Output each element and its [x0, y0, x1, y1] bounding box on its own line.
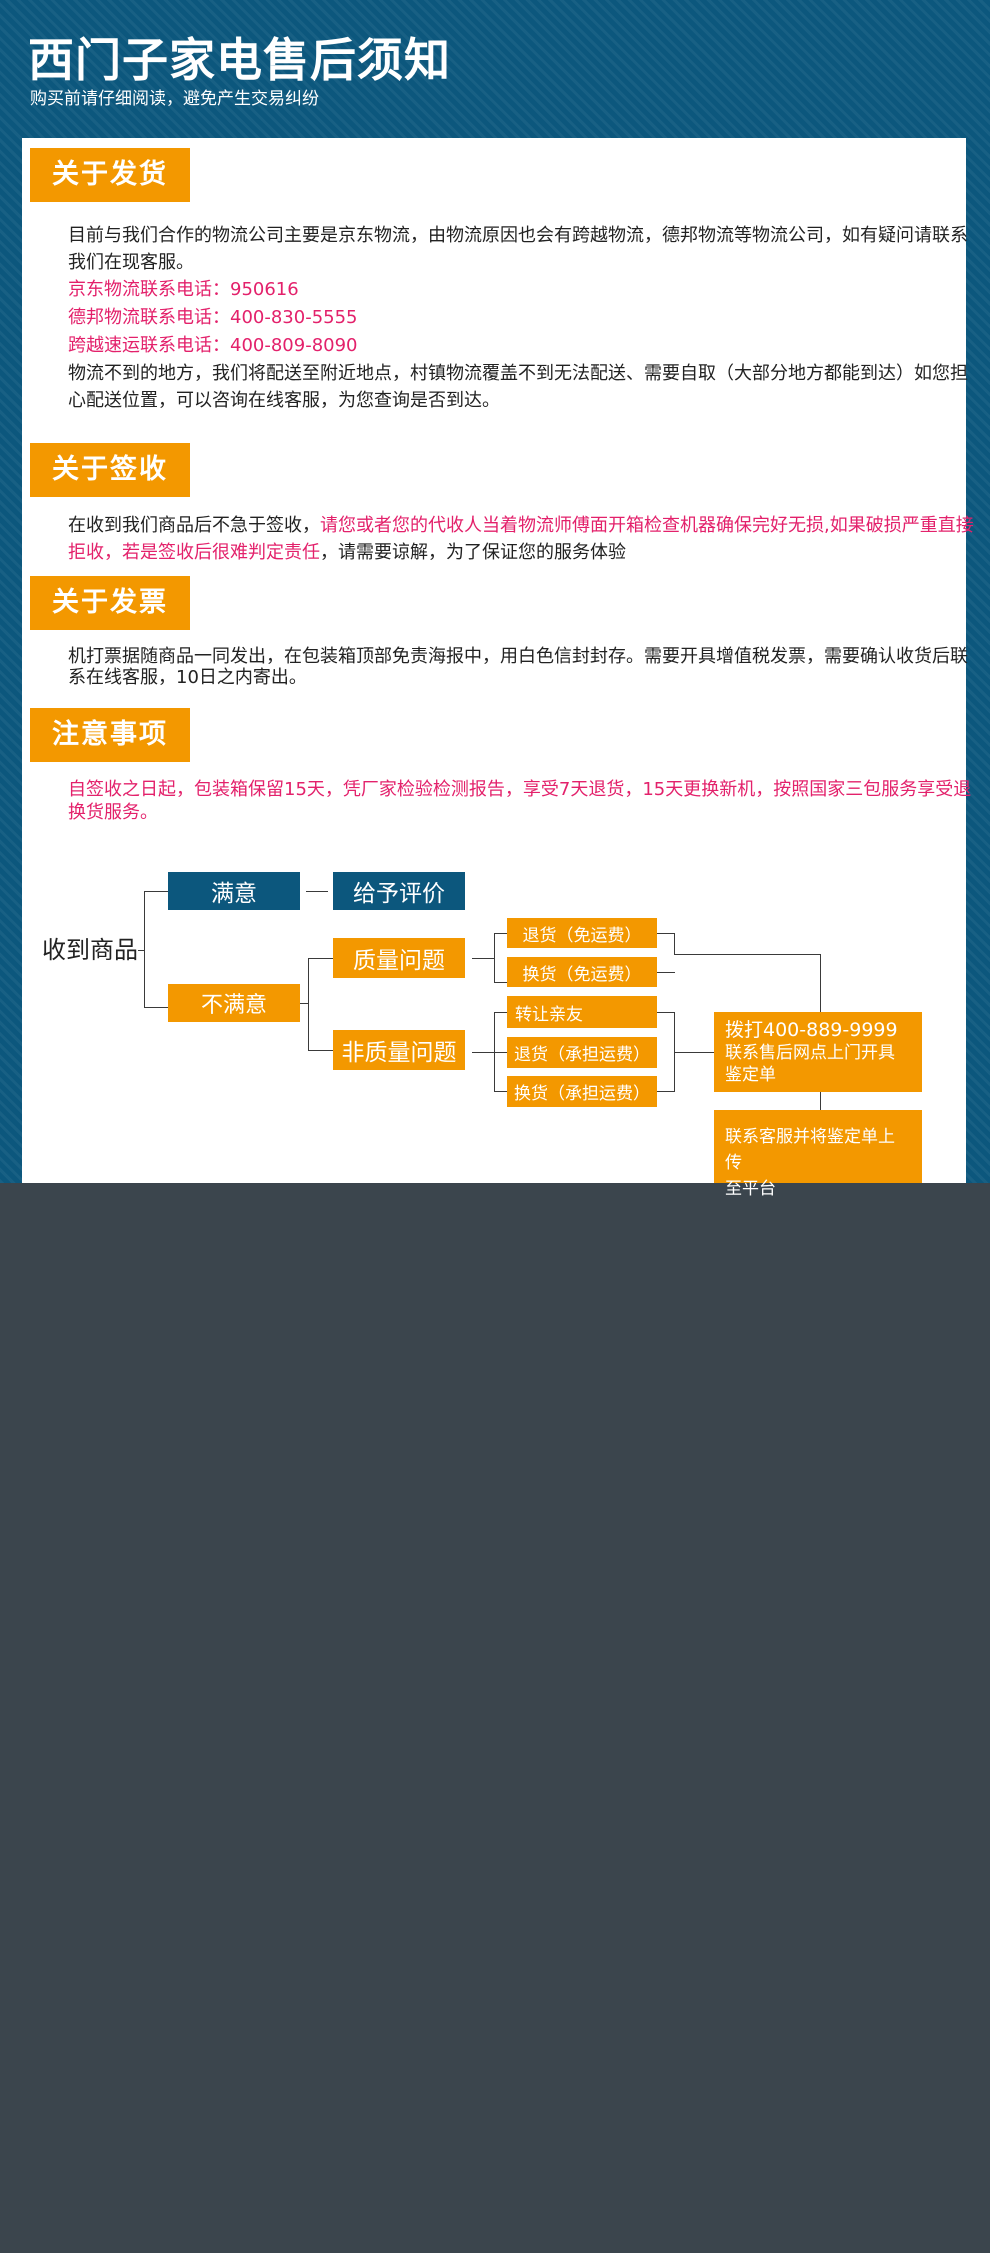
contact-jd: 京东物流联系电话：950616 — [68, 279, 299, 300]
flow-transfer-to-friend: 转让亲友 — [507, 996, 657, 1028]
shipping-intro: 目前与我们合作的物流公司主要是京东物流，由物流原因也会有跨越物流，德邦物流等物流… — [68, 225, 968, 273]
shipping-note: 物流不到的地方，我们将配送至附近地点，村镇物流覆盖不到无法配送、需要自取（大部分… — [68, 363, 968, 411]
flow-give-review: 给予评价 — [333, 872, 465, 910]
notes-text: 自签收之日起，包装箱保留15天，凭厂家检验检测报告，享受7天退货，15天更换新机… — [68, 779, 972, 823]
receipt-text-after: ，请需要谅解，为了保证您的服务体验 — [320, 542, 626, 563]
section-tab-receipt: 关于签收 — [30, 443, 190, 497]
receipt-text-highlight: 请您或者您的代收人当着物流师傅面开箱检查机器确保完好无损,如果破损严重直接拒收，… — [68, 515, 974, 563]
flow-call-service-box: 拨打400-889-9999 联系售后网点上门开具 鉴定单 — [714, 1012, 922, 1092]
flow-non-quality-issue: 非质量问题 — [333, 1030, 465, 1070]
flow-unsatisfied: 不满意 — [168, 984, 300, 1022]
flow-exchange-paid: 换货（承担运费） — [507, 1076, 657, 1107]
section-tab-invoice: 关于发票 — [30, 576, 190, 630]
flow-root: 收到商品 — [42, 936, 138, 964]
flow-quality-issue: 质量问题 — [333, 938, 465, 978]
flow-call-line-2: 联系售后网点上门开具 — [725, 1043, 895, 1063]
flow-quality-return-free: 退货（免运费） — [507, 918, 657, 948]
receipt-text: 在收到我们商品后不急于签收，请您或者您的代收人当着物流师傅面开箱检查机器确保完好… — [68, 512, 974, 566]
flow-call-line-1: 拨打400-889-9999 — [725, 1019, 898, 1041]
receipt-text-before: 在收到我们商品后不急于签收， — [68, 515, 320, 536]
page-subtitle: 购买前请仔细阅读，避免产生交易纠纷 — [30, 89, 319, 109]
flow-satisfied: 满意 — [168, 872, 300, 910]
flow-upload-line-2: 至平台 — [725, 1179, 776, 1199]
shipping-section-body: 目前与我们合作的物流公司主要是京东物流，由物流原因也会有跨越物流，德邦物流等物流… — [68, 222, 974, 414]
page-title: 西门子家电售后须知 — [28, 33, 451, 87]
page-banner: 西门子家电售后须知 购买前请仔细阅读，避免产生交易纠纷 关于发货 目前与我们合作… — [0, 0, 990, 1199]
contact-deppon: 德邦物流联系电话：400-830-5555 — [68, 307, 358, 328]
flow-quality-exchange-free: 换货（免运费） — [507, 957, 657, 987]
flow-call-line-3: 鉴定单 — [725, 1065, 776, 1085]
section-tab-notes: 注意事项 — [30, 708, 190, 762]
flow-upload-line-1: 联系客服并将鉴定单上传 — [725, 1127, 895, 1173]
flow-upload-report-box: 联系客服并将鉴定单上传 至平台 — [714, 1110, 922, 1199]
flow-return-paid: 退货（承担运费） — [507, 1037, 657, 1068]
contact-kye: 跨越速运联系电话：400-809-8090 — [68, 335, 358, 356]
section-tab-shipping: 关于发货 — [30, 148, 190, 202]
invoice-text: 机打票据随商品一同发出，在包装箱顶部免责海报中，用白色信封封存。需要开具增值税发… — [68, 646, 968, 688]
